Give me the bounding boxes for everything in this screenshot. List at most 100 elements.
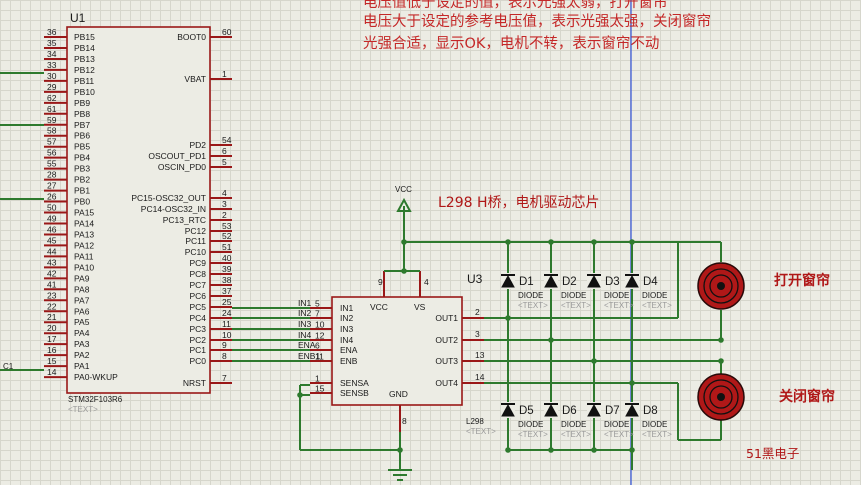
mcu-pin-number: 60 [222,27,232,37]
diode-text: <TEXT> [642,430,672,439]
mcu-pin-name: PA2 [74,350,90,360]
driver-pin-number: 14 [475,372,485,382]
mcu-pin-name: PB6 [74,131,90,141]
mcu-pin-name: PC5 [189,302,206,312]
driver-pin9-num: 9 [378,277,383,287]
net-label: ENB1 [298,351,320,361]
driver-pin4-num: 4 [424,277,429,287]
driver-pin-number: 1 [315,374,320,384]
motor-label-open: 打开窗帘 [774,273,830,289]
mcu-pin-number: 51 [222,242,232,252]
driver-text-placeholder: <TEXT> [466,427,496,436]
vcc-label: VCC [395,185,412,194]
junction-dot [505,447,511,453]
diode-part: DIODE [642,420,667,429]
mcu-pin-name: PA11 [74,251,94,261]
ground-wires [297,384,403,470]
mcu-pin-name: PB2 [74,175,90,185]
driver-pin-name: OUT3 [435,356,458,366]
driver-ref: U3 [467,272,483,286]
mcu-ref: U1 [70,11,86,25]
mcu-pin-number: 36 [47,27,57,37]
mcu-pin-number: 43 [47,257,57,267]
mcu-pin-number: 42 [47,268,57,278]
motor-2[interactable] [697,373,745,421]
diode-text: <TEXT> [518,430,548,439]
diode-ref: D3 [605,276,620,288]
mcu-pin-number: 49 [47,213,57,223]
mcu-pin-name: PB11 [74,76,94,86]
mcu-pin-number: 20 [47,323,57,333]
mcu-pin-name: PB4 [74,153,90,163]
junction-dot [591,358,597,364]
mcu-pin-name: PA5 [74,317,90,327]
diode-ref: D1 [519,276,534,288]
diode-text: <TEXT> [642,301,672,310]
driver-pin-name: IN3 [340,324,354,334]
net-label: IN3 [298,319,312,329]
diode-ref: D8 [643,405,658,417]
mcu-pin-name: PA14 [74,218,94,228]
mcu-pin-name: PB3 [74,164,90,174]
driver-pin-number: 15 [315,384,325,394]
mcu-pin-name: PB14 [74,43,95,53]
mcu-pin-name: PC4 [189,313,206,323]
mcu-pin-number: 16 [47,345,57,355]
mcu-part: STM32F103R6 [68,395,123,404]
mcu-pin-name: PC12 [185,226,207,236]
mcu-pin-name: PA12 [74,240,94,250]
mcu-pin-name: PA13 [74,229,94,239]
diode-ref: D6 [562,405,577,417]
mcu-pin-name: PB15 [74,32,95,42]
driver-body[interactable] [331,296,463,406]
mcu-pin-name: OSCOUT_PD1 [148,151,206,161]
mcu-pin-number: 40 [222,253,232,263]
mcu-pin-name: PB0 [74,197,90,207]
mcu-pin-name: PB5 [74,142,90,152]
mcu-pin-name: VBAT [184,74,206,84]
mcu-pin-name: PA0-WKUP [74,372,118,382]
note-line-1: 电压值低于设定的值，表示光强太弱，打开窗帘 [363,0,668,11]
mcu-pin-name: PC1 [189,345,206,355]
mcu-pin-number: 54 [222,135,232,145]
mcu-pin-number: 30 [47,71,57,81]
mcu-pin-name: PA1 [74,361,90,371]
motor-symbols [697,262,745,421]
diode-text: <TEXT> [604,430,634,439]
mcu-pin-number: 44 [47,246,57,256]
vcc-terminal[interactable] [396,197,412,242]
mcu-pin-name: PA6 [74,306,90,316]
mcu-pin-name: PC6 [189,291,206,301]
mcu-pin-number: 11 [222,319,231,329]
driver-pin-name: SENSB [340,388,369,398]
diode-part: DIODE [561,420,586,429]
mcu-pin-name: PC15-OSC32_OUT [131,193,206,203]
diode-part: DIODE [604,291,629,300]
driver-pin-number: 6 [315,341,320,351]
motor-1[interactable] [697,262,745,310]
mcu-pin-number: 37 [222,286,232,296]
left-edge-wires [0,72,44,371]
junction-dot [548,239,554,245]
mcu-text-placeholder: <TEXT> [68,405,98,414]
driver-caption: L298 H桥，电机驱动芯片 [438,195,600,211]
junction-dot [591,447,597,453]
mcu-pin-name: PD2 [189,140,206,150]
mcu-pin-name: PA15 [74,208,94,218]
driver-pin-name: IN2 [340,313,354,323]
mcu-body[interactable] [66,26,211,394]
driver-gnd-pin-name: GND [389,389,408,399]
mcu-pin-number: 4 [222,188,227,198]
